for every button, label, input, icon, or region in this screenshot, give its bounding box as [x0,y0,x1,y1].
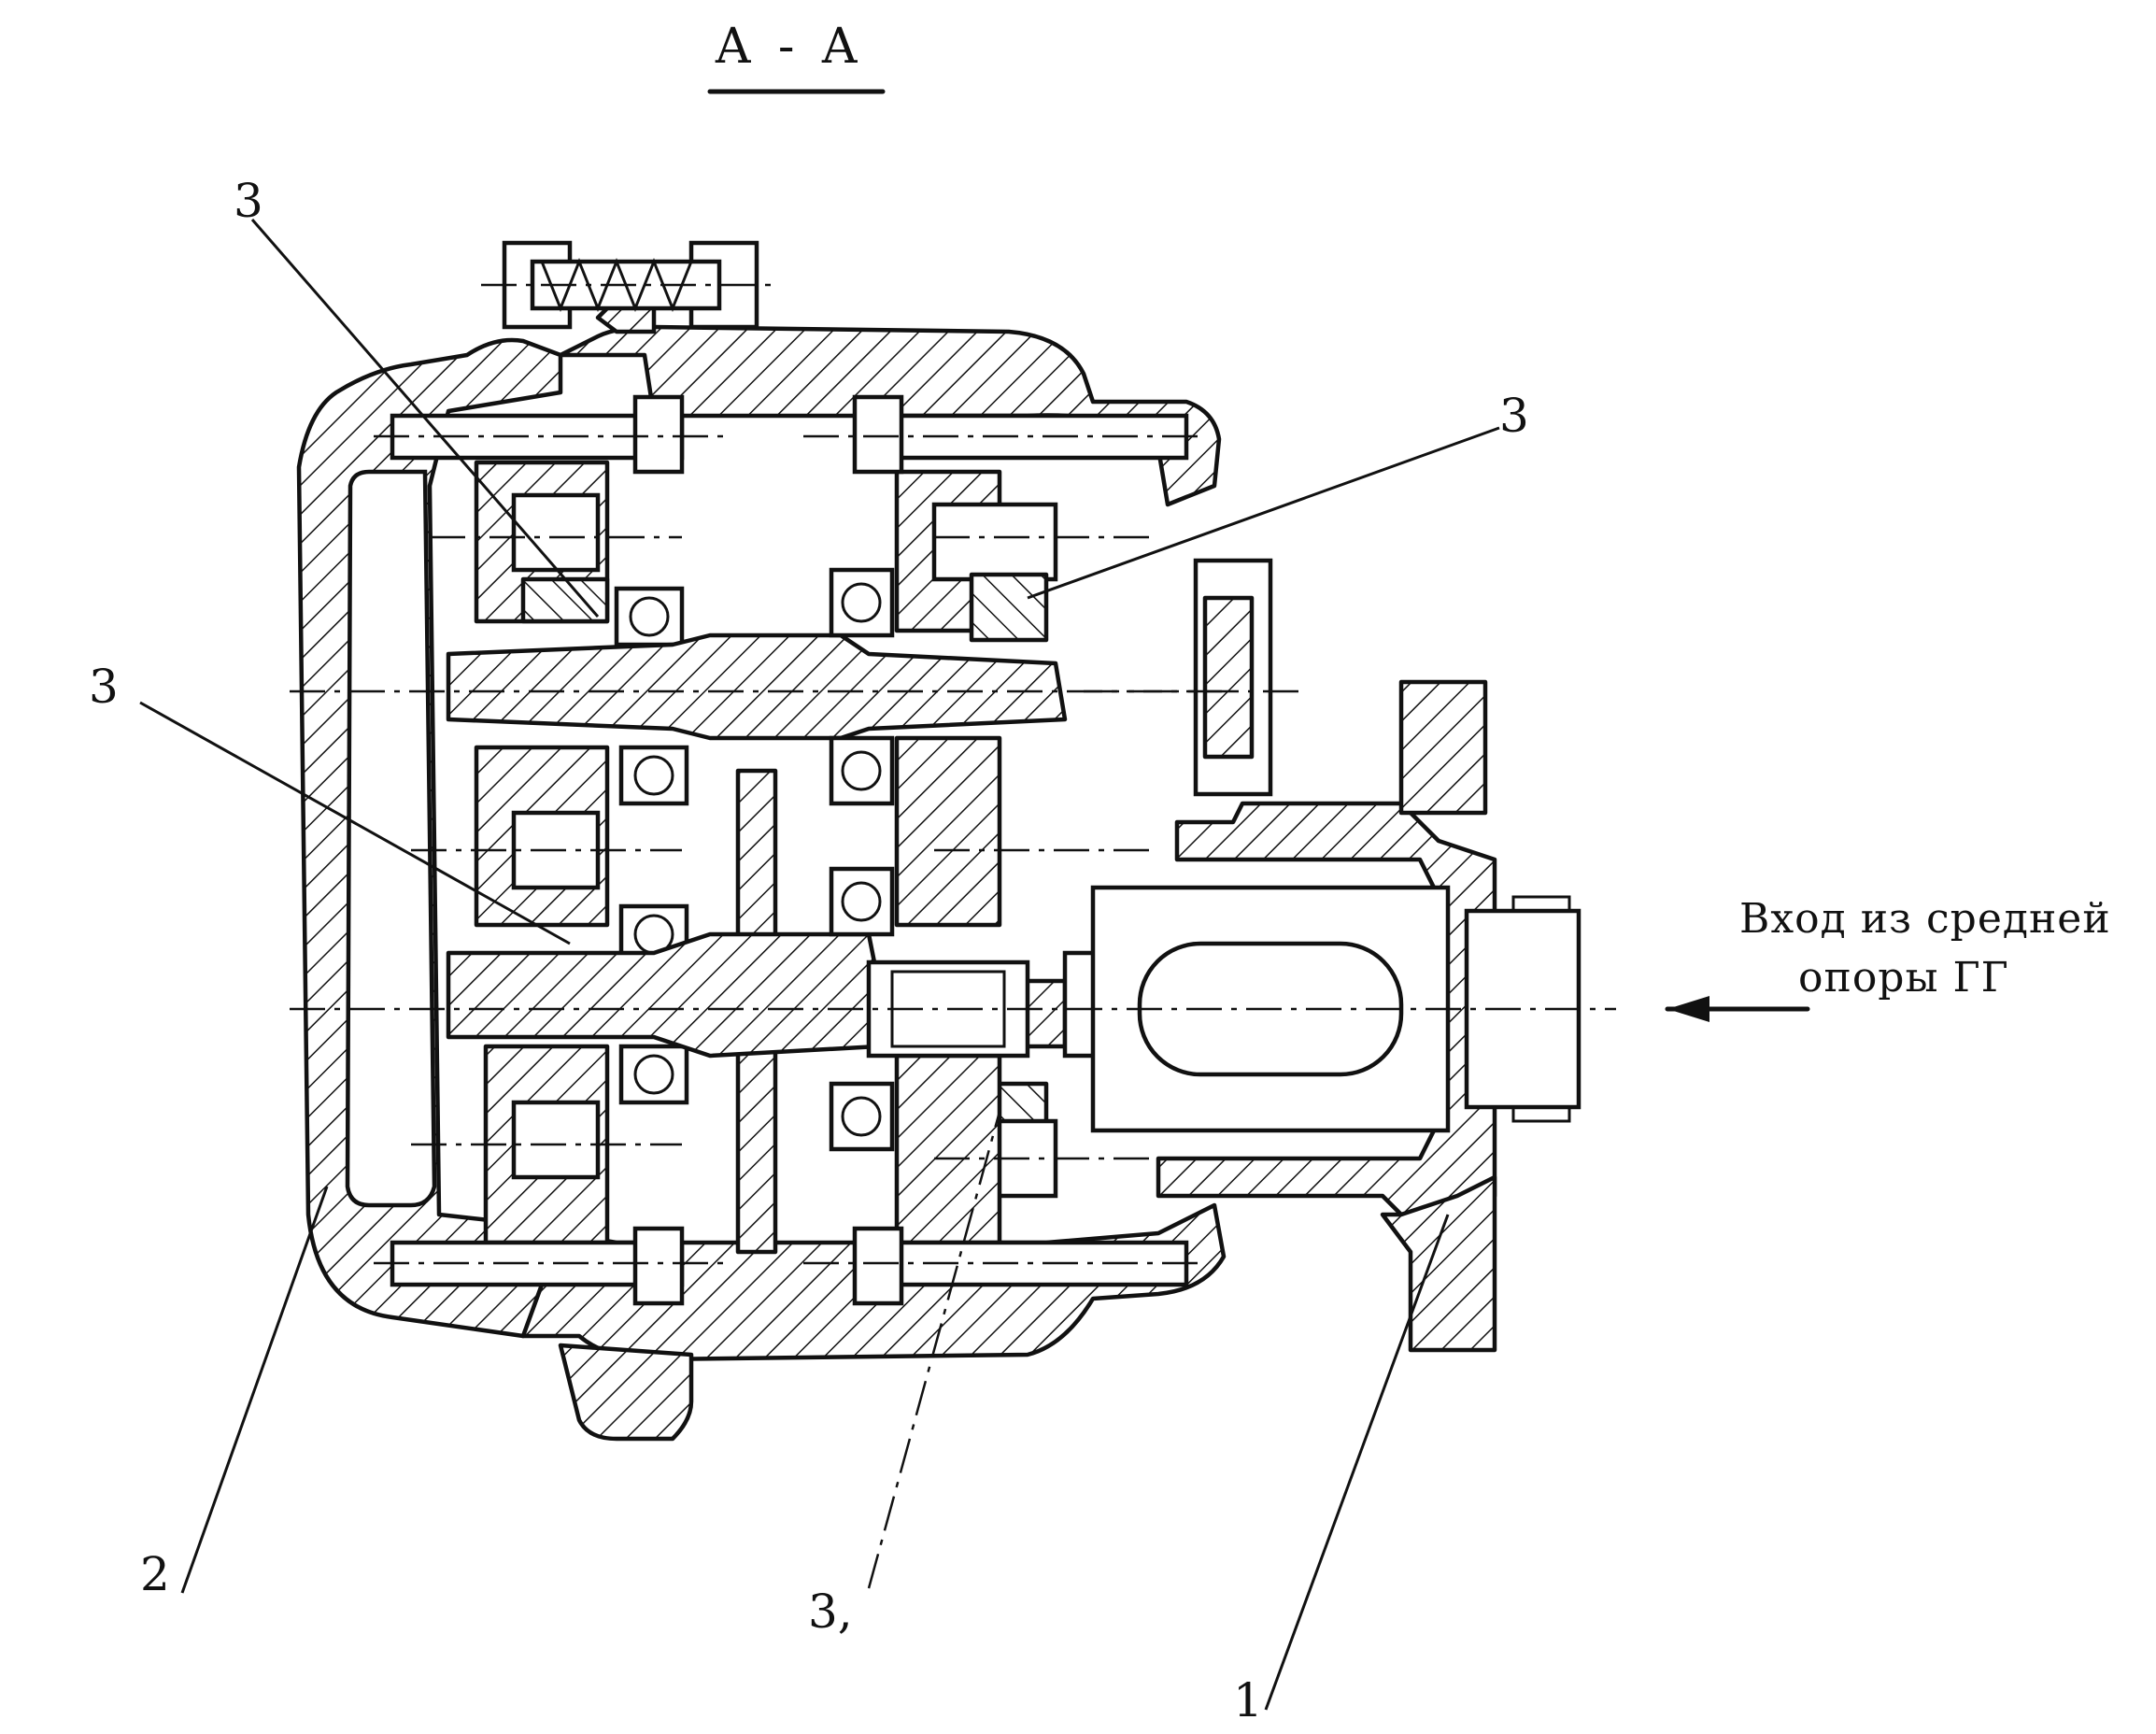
mounting-foot [1380,1174,1497,1353]
section-title: А - А [715,19,864,75]
planet-gear-upper-left [474,460,685,647]
input-arrow [1665,996,1810,1022]
upper-shaft [446,632,1068,741]
centre-lines [290,434,1616,1265]
callout-3-mid-left: 3 [89,660,119,714]
input-note-line-1: Вход из средней [1739,895,2111,943]
planet-gear-upper-right [829,469,1058,937]
top-bolt-assembly [481,240,775,330]
callout-1: 1 [1233,1673,1263,1727]
callout-3-bottom: 3, [808,1585,853,1639]
callout-3-top-right: 3 [1499,389,1529,443]
leader-lines [139,219,1500,1711]
callout-3-top-left: 3 [234,174,263,228]
input-note-line-2: опоры ГГ [1798,954,2009,1002]
planet-gear-lower-right [829,1053,1058,1245]
housing-cover-part-2 [296,337,563,1339]
callout-2: 2 [140,1547,170,1601]
